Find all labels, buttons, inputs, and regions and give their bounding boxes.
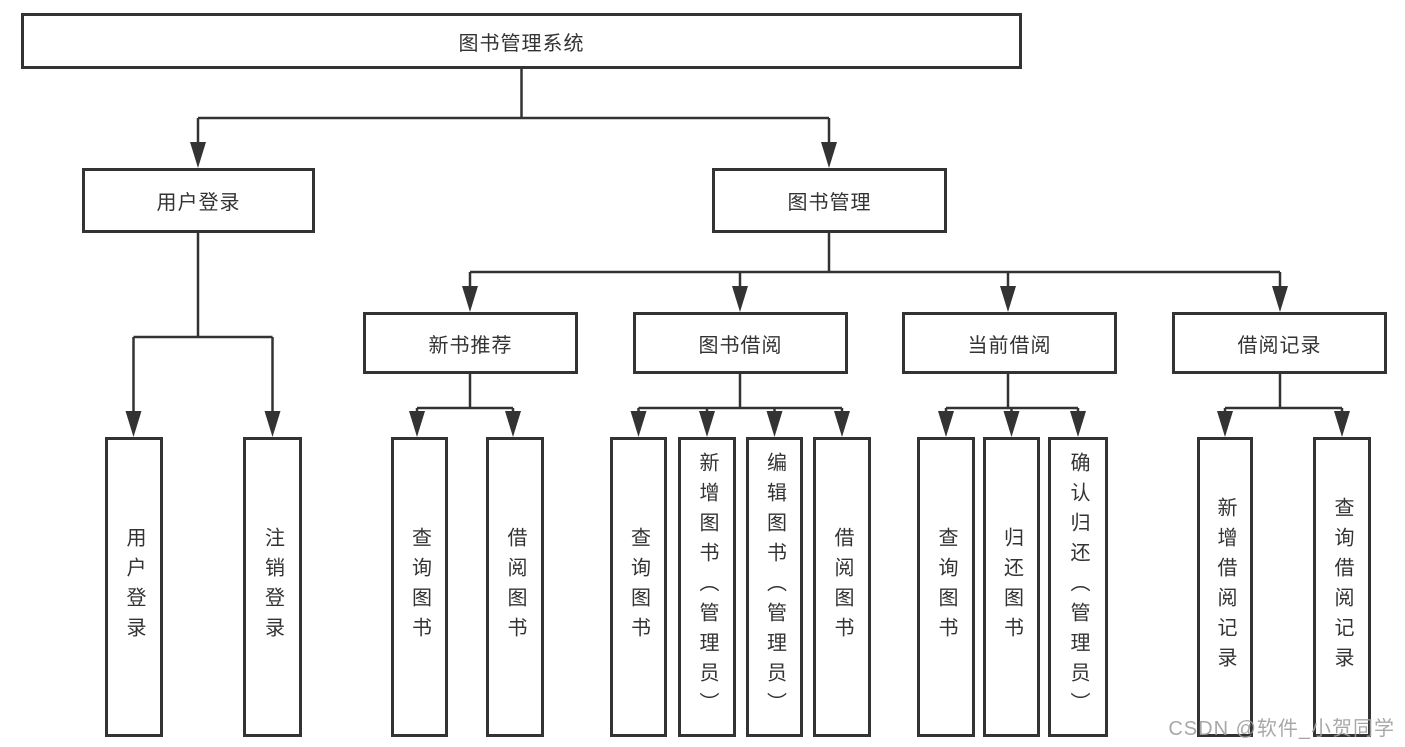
arrowhead [834,411,850,437]
arrowhead [766,411,783,437]
node-user-login: 用户登录 [82,168,315,233]
leaf-currentborrow-confirm-label: 确认归还（管理员） [1067,452,1089,722]
node-book-borrowing: 图书借阅 [633,312,848,374]
node-root-label: 图书管理系统 [458,32,585,55]
node-root: 图书管理系统 [21,13,1022,69]
csdn-watermark: CSDN @软件_小贺同学 [1168,718,1395,740]
arrowhead [125,411,142,437]
leaf-logout-label: 注销登录 [261,527,284,647]
arrowhead [1000,286,1016,312]
arrowhead [462,286,478,312]
leaf-newbook-borrow-label: 借阅图书 [504,527,526,647]
leaf-newbook-query: 查询图书 [391,437,448,737]
leaf-bookborrow-borrow: 借阅图书 [813,437,871,737]
node-new-book-recommend: 新书推荐 [363,312,578,374]
arrowhead [938,411,954,437]
leaf-currentborrow-query: 查询图书 [917,437,975,737]
node-borrowing-records: 借阅记录 [1172,312,1387,374]
arrowhead [505,411,521,437]
node-book-borrowing-label: 图书借阅 [698,334,783,357]
leaf-bookborrow-edit-label: 编辑图书（管理员） [763,452,786,722]
arrowhead [409,411,425,437]
leaf-bookborrow-add-label: 新增图书（管理员） [696,452,718,722]
arrowhead [699,411,715,437]
node-current-borrowing: 当前借阅 [902,312,1117,374]
arrowhead [1003,411,1020,437]
arrowhead [821,142,837,168]
leaf-record-query-label: 查询借阅记录 [1331,497,1353,677]
arrowhead [1272,286,1288,312]
node-borrowing-records-label: 借阅记录 [1237,334,1322,357]
leaf-currentborrow-return: 归还图书 [983,437,1040,737]
arrowhead [1070,411,1086,437]
arrowhead [1217,411,1233,437]
leaf-user-login: 用户登录 [105,437,163,737]
arrowhead [732,286,748,312]
leaf-logout: 注销登录 [243,437,302,737]
leaf-record-add: 新增借阅记录 [1197,437,1253,737]
arrowhead [190,142,206,168]
leaf-bookborrow-query: 查询图书 [610,437,667,737]
arrowhead [264,411,281,437]
node-current-borrowing-label: 当前借阅 [967,334,1052,357]
arrowhead [1334,411,1350,437]
arrowhead [630,411,647,437]
leaf-currentborrow-return-label: 归还图书 [1000,527,1023,647]
node-new-book-recommend-label: 新书推荐 [428,334,513,357]
leaf-user-login-label: 用户登录 [123,527,145,647]
leaf-bookborrow-query-label: 查询图书 [627,527,650,647]
leaf-record-query: 查询借阅记录 [1313,437,1371,737]
leaf-currentborrow-confirm: 确认归还（管理员） [1048,437,1108,737]
node-user-login-label: 用户登录 [156,192,241,214]
leaf-newbook-query-label: 查询图书 [408,527,431,647]
leaf-record-add-label: 新增借阅记录 [1214,497,1236,677]
leaf-bookborrow-add: 新增图书（管理员） [678,437,736,737]
leaf-bookborrow-edit: 编辑图书（管理员） [746,437,803,737]
leaf-currentborrow-query-label: 查询图书 [935,527,957,647]
node-book-management-label: 图书管理 [787,192,872,214]
leaf-bookborrow-borrow-label: 借阅图书 [831,527,853,647]
leaf-newbook-borrow: 借阅图书 [486,437,544,737]
node-book-management: 图书管理 [712,168,947,233]
arrowheads [125,142,1350,437]
